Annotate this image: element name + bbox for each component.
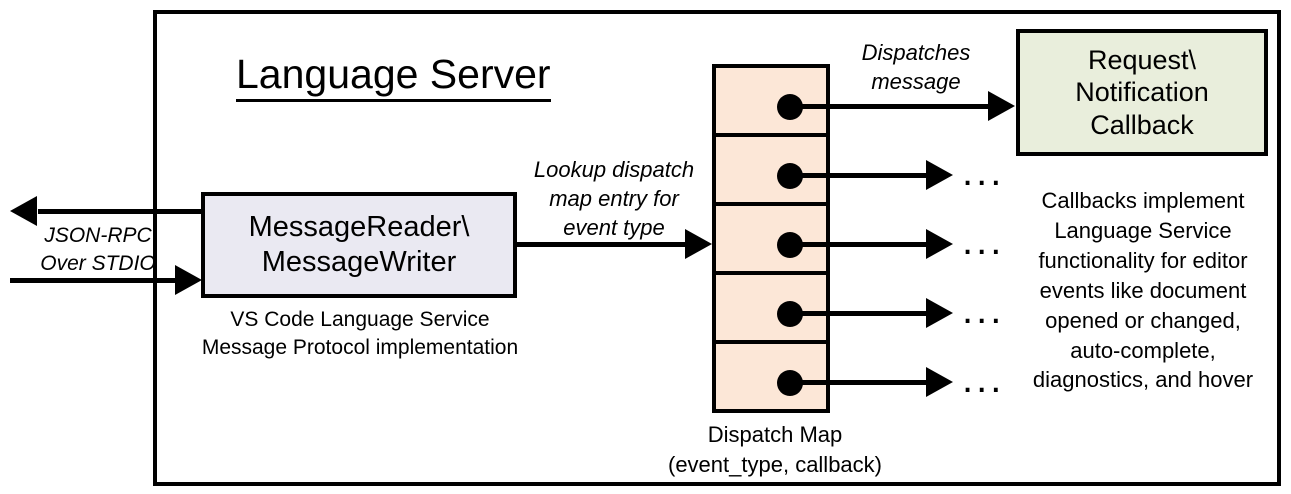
dispatch-other-ellipsis: ... [962, 357, 1005, 401]
dispatch-other-line [796, 173, 928, 178]
dispatch-other-ellipsis: ... [962, 219, 1005, 263]
inbound-stdio-line [10, 278, 185, 283]
lookup-dispatch-line [517, 242, 685, 247]
outbound-stdio-arrowhead [10, 196, 37, 226]
message-reader-writer-box[interactable]: MessageReader\ MessageWriter [201, 192, 517, 298]
dispatch-map-cell[interactable] [712, 271, 830, 344]
request-notification-callback-label: Request\ Notification Callback [1075, 44, 1209, 140]
dispatch-other-line [796, 242, 928, 247]
dispatch-map-cell[interactable] [712, 133, 830, 206]
dispatch-map-cell[interactable] [712, 202, 830, 275]
dispatch-other-arrowhead [926, 367, 953, 397]
message-reader-writer-caption: VS Code Language Service Message Protoco… [201, 308, 519, 360]
dispatch-other-arrowhead [926, 229, 953, 259]
callback-caption: Callbacks implement Language Service fun… [1032, 188, 1254, 393]
lookup-dispatch-label: Lookup dispatch map entry for event type [533, 157, 695, 241]
inbound-stdio-arrowhead [175, 265, 202, 295]
outbound-stdio-line [38, 209, 210, 214]
dispatch-other-line [796, 380, 928, 385]
language-server-boundary [153, 10, 1281, 486]
dispatch-callback-arrowhead [988, 91, 1015, 121]
dispatch-other-arrowhead [926, 160, 953, 190]
dispatch-map-column [712, 64, 830, 413]
dispatch-other-ellipsis: ... [962, 288, 1005, 332]
dispatches-message-label: Dispatches message [861, 40, 971, 95]
page-title: Language Server [236, 51, 551, 103]
dispatch-other-line [796, 311, 928, 316]
dispatch-other-ellipsis: ... [962, 150, 1005, 194]
dispatch-map-caption: Dispatch Map (event_type, callback) [668, 422, 882, 477]
dispatch-map-cell[interactable] [712, 340, 830, 413]
json-rpc-label: JSON-RPC Over STDIO [40, 224, 156, 276]
request-notification-callback-box[interactable]: Request\ Notification Callback [1016, 29, 1268, 156]
message-reader-writer-label: MessageReader\ MessageWriter [248, 211, 470, 278]
dispatch-other-arrowhead [926, 298, 953, 328]
dispatch-map-cell[interactable] [712, 64, 830, 137]
lookup-dispatch-arrowhead [685, 229, 712, 259]
dispatch-callback-line [796, 104, 990, 109]
